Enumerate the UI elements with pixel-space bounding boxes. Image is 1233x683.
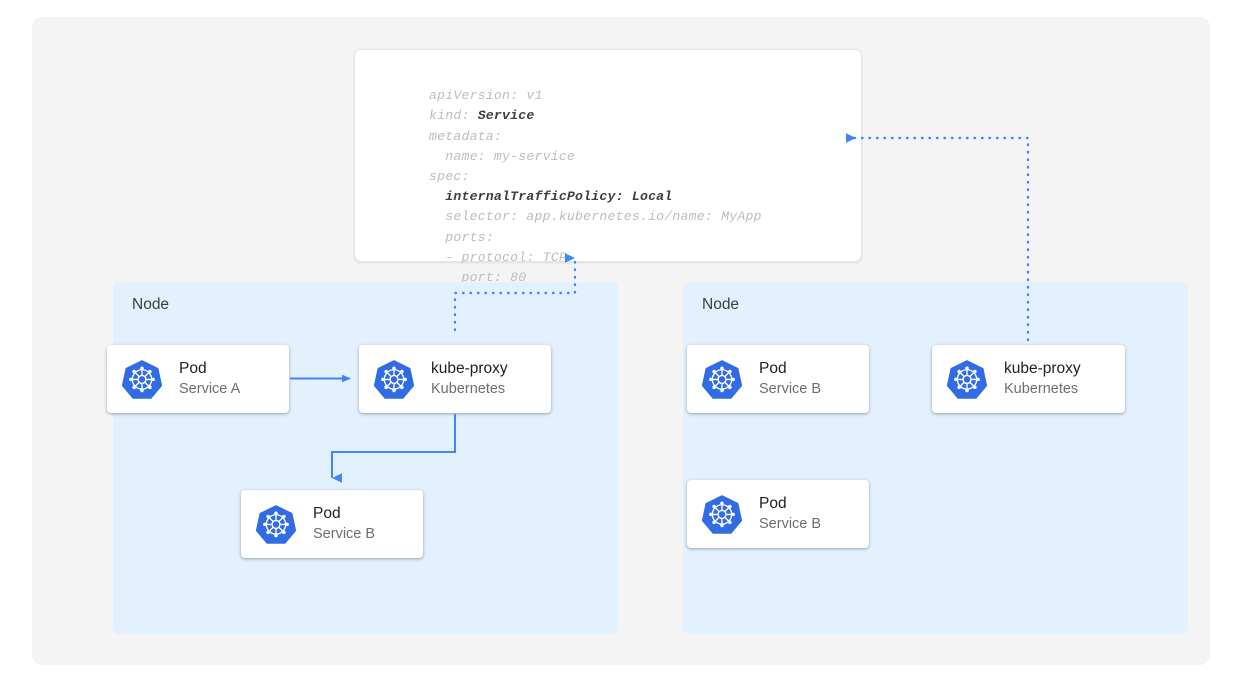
kubernetes-icon — [701, 358, 743, 400]
card-subtitle: Kubernetes — [1004, 381, 1079, 397]
yaml-line-name: name: my-service — [429, 148, 576, 164]
card-title: Pod — [759, 360, 787, 377]
kubernetes-icon — [121, 358, 163, 400]
yaml-line-protocol: - protocol: TCP — [429, 249, 567, 265]
card-subtitle: Service B — [759, 381, 822, 397]
card-subtitle: Kubernetes — [431, 381, 506, 397]
card-title: kube-proxy — [431, 360, 508, 377]
card-text: kube-proxy Kubernetes — [431, 359, 508, 399]
kubernetes-icon — [373, 358, 415, 400]
card-subtitle: Service B — [313, 526, 376, 542]
yaml-line-metadata: metadata: — [429, 128, 503, 144]
card-title: Pod — [759, 495, 787, 512]
kubernetes-icon — [255, 503, 297, 545]
card-title: Pod — [313, 505, 341, 522]
card-subtitle: Service A — [179, 381, 241, 397]
card-title: kube-proxy — [1004, 360, 1081, 377]
yaml-kind-value: Service — [477, 108, 535, 124]
card-pod-service-b-right-1[interactable]: Pod Service B — [687, 345, 869, 413]
yaml-line-internal-traffic-policy: internalTrafficPolicy: Local — [429, 189, 673, 205]
yaml-line-selector: selector: app.kubernetes.io/name: MyApp — [429, 209, 762, 225]
kubernetes-icon — [946, 358, 988, 400]
card-kube-proxy-right[interactable]: kube-proxy Kubernetes — [932, 345, 1125, 413]
card-pod-service-b-left[interactable]: Pod Service B — [241, 490, 423, 558]
card-pod-service-a[interactable]: Pod Service A — [107, 345, 289, 413]
card-subtitle: Service B — [759, 516, 822, 532]
yaml-line-spec: spec: — [429, 169, 470, 185]
card-text: Pod Service A — [179, 359, 240, 399]
card-text: Pod Service B — [313, 504, 375, 544]
card-text: kube-proxy Kubernetes — [1004, 359, 1081, 399]
card-text: Pod Service B — [759, 359, 821, 399]
node-panel-right: Node — [683, 282, 1188, 634]
node-label-right: Node — [702, 296, 740, 313]
node-label-left: Node — [132, 296, 170, 313]
card-text: Pod Service B — [759, 494, 821, 534]
yaml-line-apiversion: apiVersion: v1 — [429, 88, 543, 104]
service-manifest-card: apiVersion: v1 kind: Service metadata: nam… — [354, 49, 862, 305]
kubernetes-icon — [701, 493, 743, 535]
yaml-line-ports: ports: — [429, 229, 494, 245]
card-title: Pod — [179, 360, 207, 377]
yaml-kind-key: kind: — [429, 108, 478, 124]
diagram-canvas: apiVersion: v1 kind: Service metadata: nam… — [32, 17, 1210, 665]
yaml-line-kind: kind: Service — [429, 106, 762, 126]
card-pod-service-b-right-2[interactable]: Pod Service B — [687, 480, 869, 548]
node-panel-left: Node — [113, 282, 618, 634]
card-kube-proxy-left[interactable]: kube-proxy Kubernetes — [359, 345, 551, 413]
